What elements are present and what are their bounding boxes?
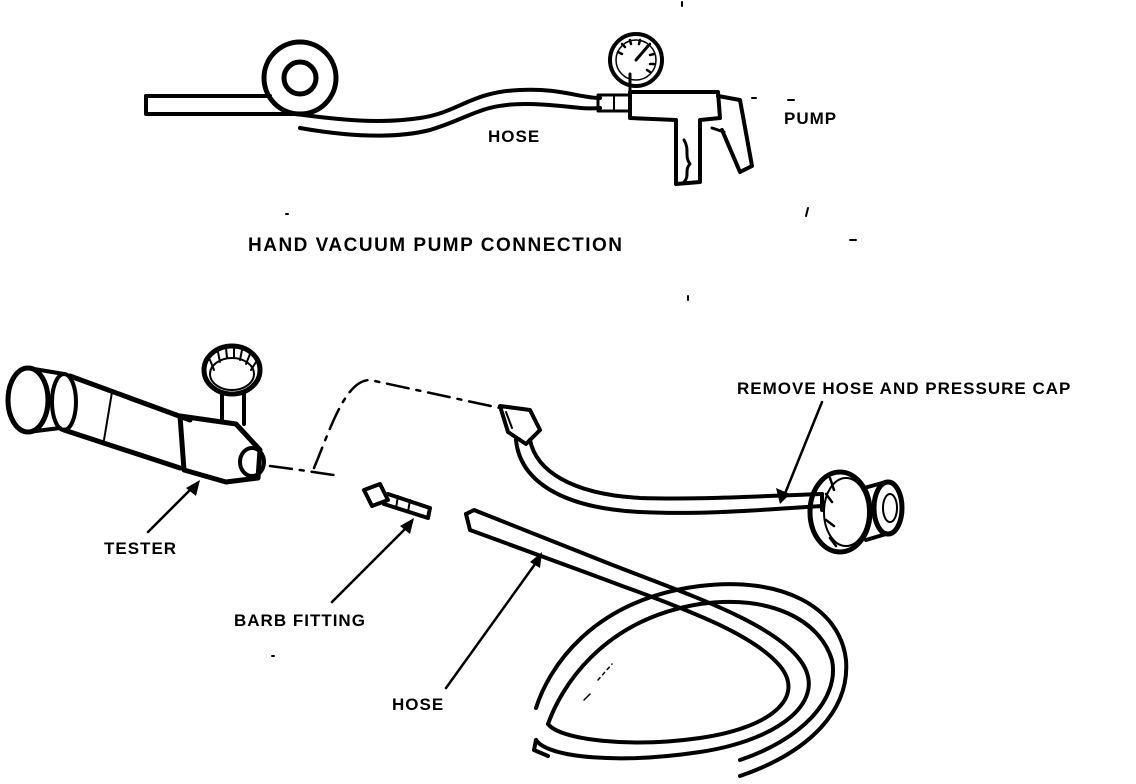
coiled-hose-drawing (464, 508, 849, 778)
figure-caption: HAND VACUUM PUMP CONNECTION (248, 235, 624, 256)
cap-hose-drawing (514, 438, 824, 515)
remove-cap-label: REMOVE HOSE AND PRESSURE CAP (737, 379, 1072, 398)
scan-specks (271, 1, 857, 657)
barb-fitting-drawing (362, 482, 432, 520)
top-pump-drawing (596, 32, 754, 186)
barb-fitting-label: BARB FITTING (234, 611, 366, 630)
pressure-cap-drawing (807, 469, 905, 555)
tester-label: TESTER (104, 539, 178, 558)
top-hose-label: HOSE (488, 127, 541, 146)
tester-drawing (5, 343, 266, 485)
pump-label: PUMP (784, 109, 838, 128)
bottom-hose-label: HOSE (392, 695, 445, 714)
leader-arrows (146, 400, 824, 690)
connection-lines (268, 378, 502, 478)
top-hose-drawing (144, 39, 602, 138)
elbow-fitting-drawing (498, 404, 542, 446)
